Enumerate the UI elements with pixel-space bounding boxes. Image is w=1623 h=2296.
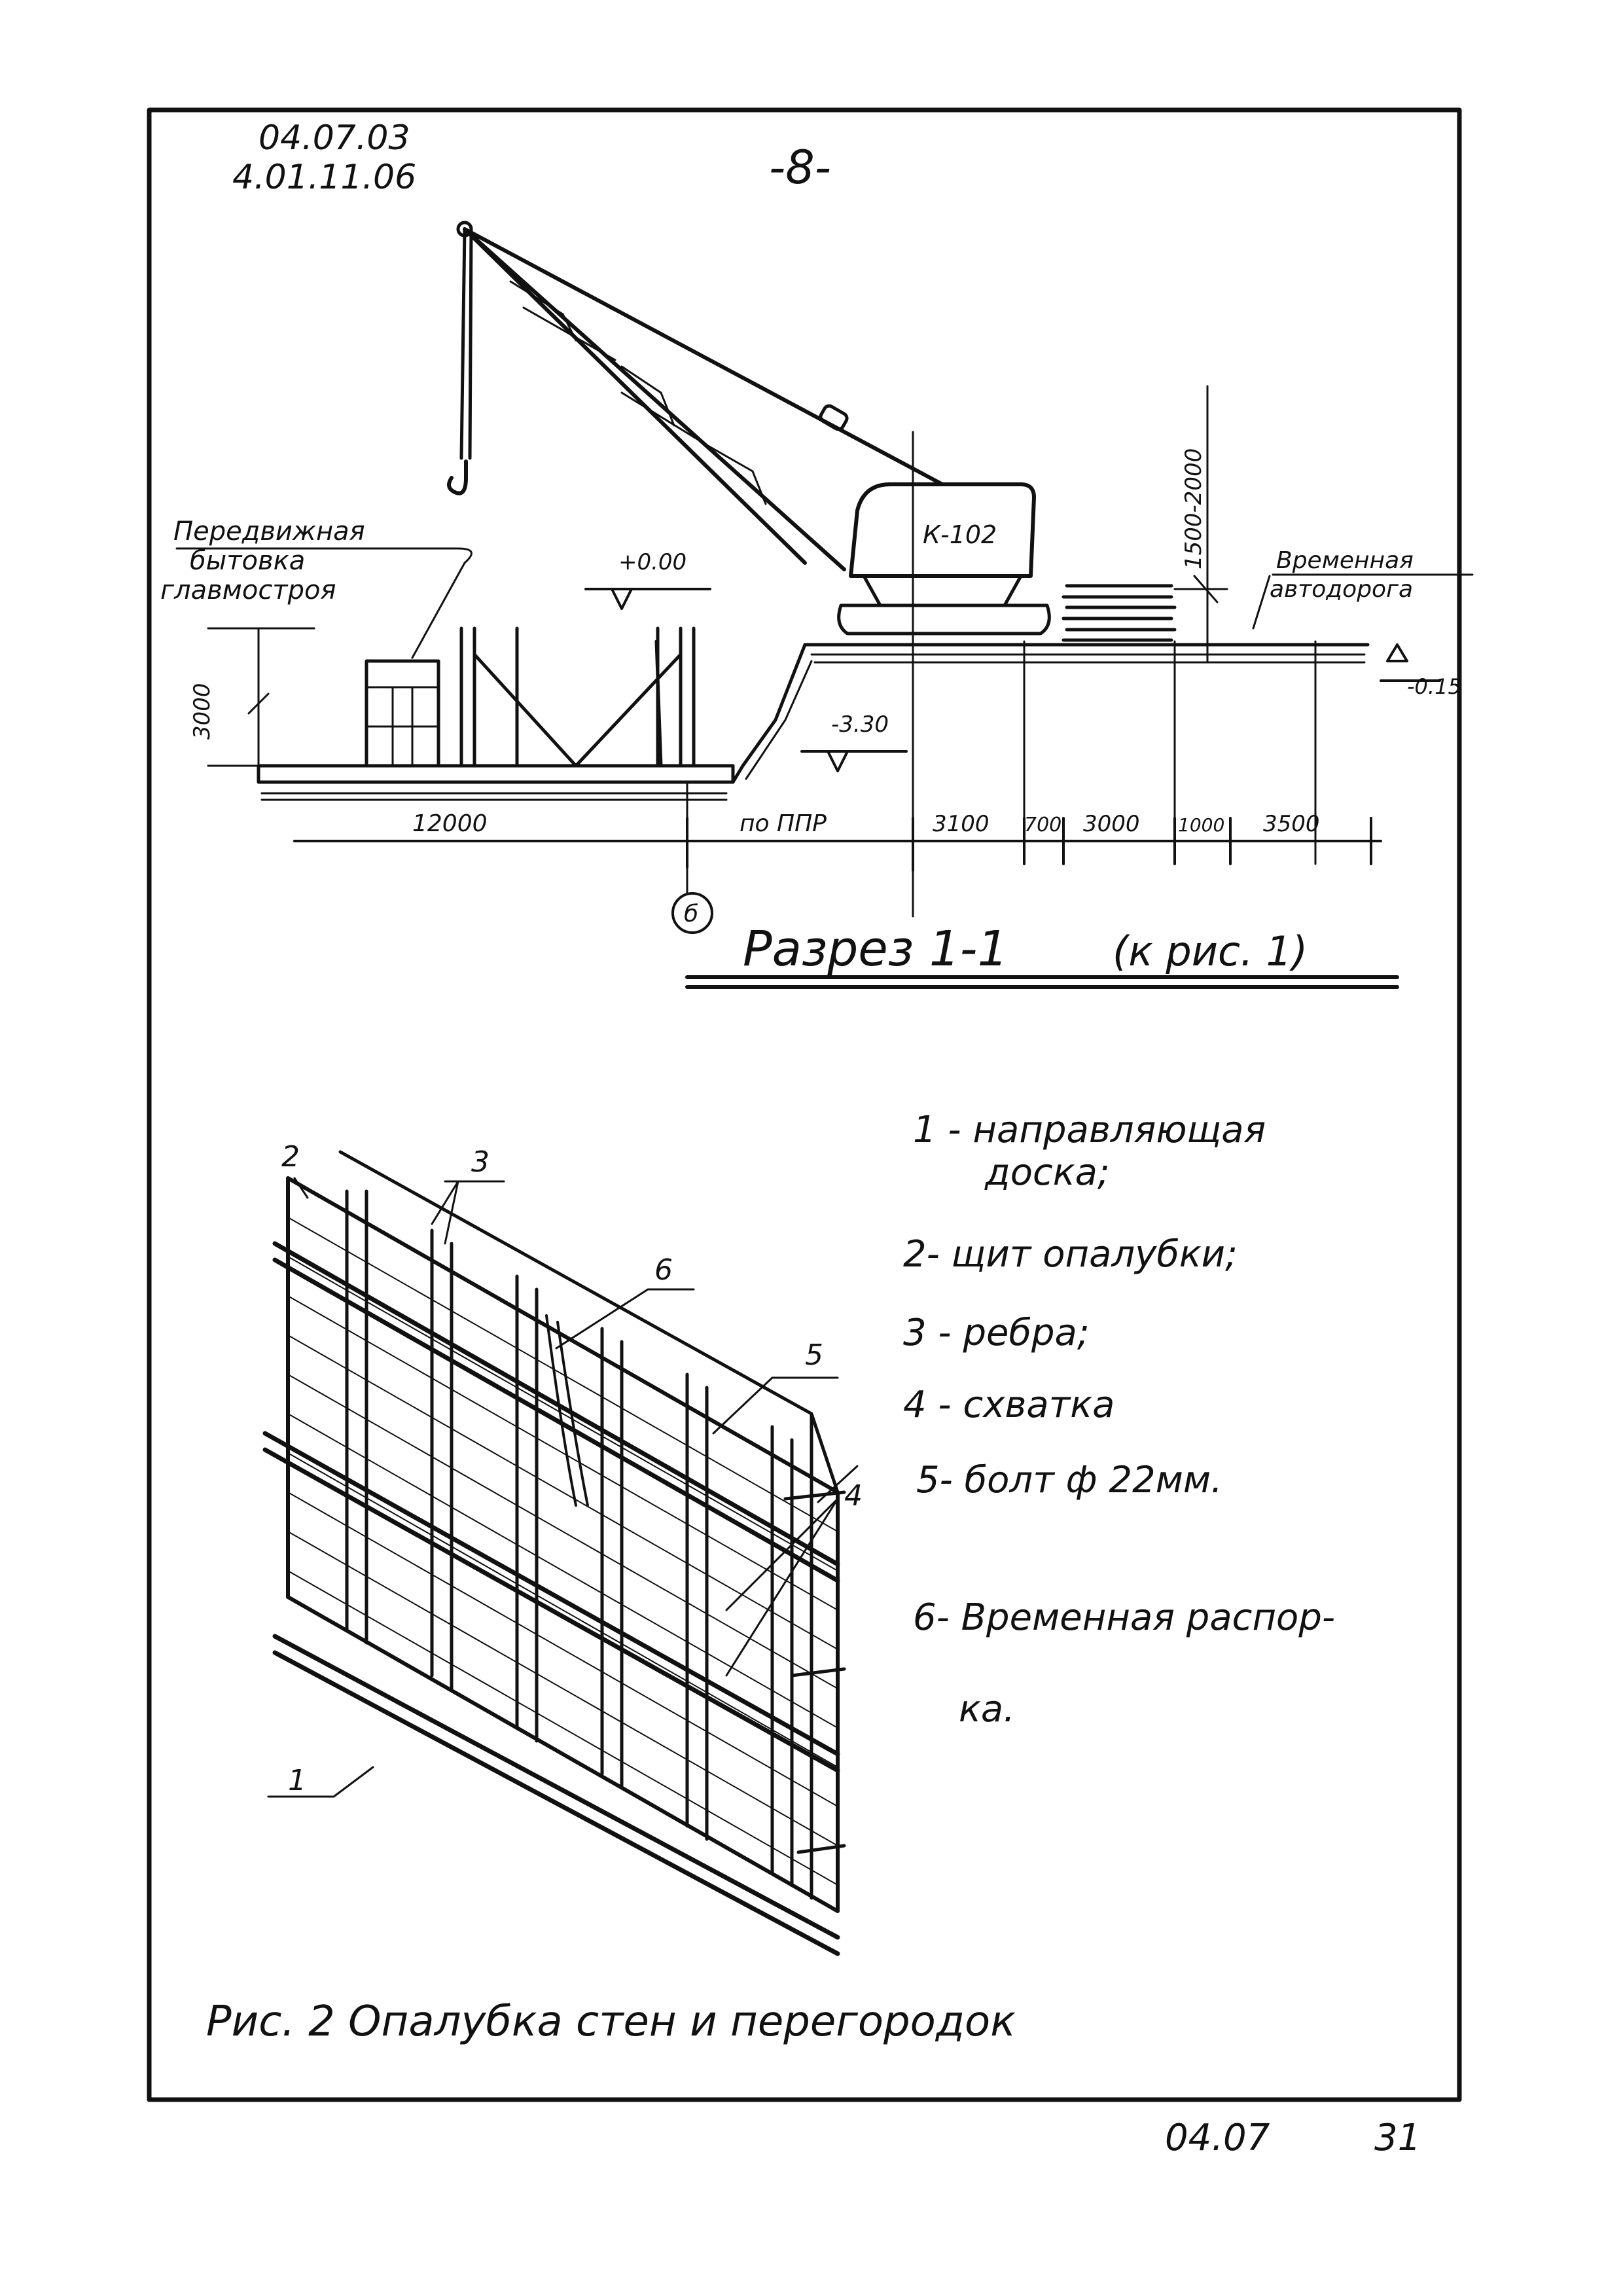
legend-line-3: 3 - ребра; bbox=[903, 1312, 1090, 1354]
crane-cabin bbox=[849, 482, 1036, 578]
crane-boom-lattice bbox=[509, 280, 767, 505]
callout-2: 2 bbox=[281, 1140, 309, 1199]
svg-text:3500: 3500 bbox=[1263, 811, 1320, 837]
footer-code: 04.07 bbox=[1165, 2117, 1270, 2159]
level-mark-road: -0.15 bbox=[1380, 643, 1461, 699]
stacked-panels bbox=[1061, 584, 1177, 642]
svg-text:2: 2 bbox=[281, 1140, 300, 1174]
temporary-strut bbox=[545, 1314, 589, 1507]
crane-boom bbox=[463, 227, 944, 571]
temp-road-label: Временная автодорога bbox=[1252, 547, 1474, 630]
crane-tracks bbox=[837, 603, 1051, 636]
crane-k102: К-102 bbox=[447, 221, 1051, 636]
legend-line-1b: доска; bbox=[984, 1151, 1110, 1194]
section-title-underline bbox=[685, 975, 1399, 989]
crane-clearance-dim bbox=[1173, 575, 1228, 603]
axis-mark-label: б bbox=[684, 901, 698, 927]
header-code-line2: 4.01.11.06 bbox=[232, 158, 416, 197]
section-1-1-drawing: +0.00 -3.30 -0.15 3000 К-102 bbox=[160, 221, 1474, 989]
svg-text:главмостроя: главмостроя bbox=[160, 575, 336, 605]
formwork-ribs bbox=[345, 1189, 794, 1887]
svg-text:-3.30: -3.30 bbox=[831, 711, 889, 738]
crane-model-label: К-102 bbox=[923, 520, 997, 549]
svg-text:автодорога: автодорога bbox=[1270, 576, 1413, 603]
callout-3: 3 bbox=[431, 1145, 505, 1245]
pit-bottom-slab bbox=[257, 764, 735, 784]
svg-text:3100: 3100 bbox=[933, 811, 990, 837]
height-dim-left: 3000 bbox=[189, 627, 315, 774]
svg-text:1000: 1000 bbox=[1178, 814, 1224, 836]
footer-page: 31 bbox=[1374, 2117, 1421, 2159]
svg-text:3: 3 bbox=[471, 1145, 490, 1179]
legend-line-4: 4 - схватка bbox=[903, 1384, 1115, 1426]
figure2-legend: 1 - направляющая доска; 2- щит опалубки;… bbox=[903, 1109, 1335, 1731]
crane-hook bbox=[447, 459, 468, 495]
svg-text:6: 6 bbox=[654, 1253, 673, 1287]
callout-5: 5 bbox=[712, 1338, 839, 1435]
svg-text:-0.15: -0.15 bbox=[1407, 674, 1461, 699]
svg-text:3000: 3000 bbox=[189, 683, 215, 740]
crane-clearance-label: 1500-2000 bbox=[1181, 448, 1207, 569]
header-code-line1: 04.07.03 bbox=[259, 118, 410, 158]
dimension-values: 12000 по ППР 3100 700 3000 1000 3500 bbox=[412, 810, 1320, 837]
formwork-shield bbox=[286, 1176, 840, 1913]
level-mark-top: +0.00 bbox=[584, 549, 711, 610]
formwork-shield-back bbox=[338, 1150, 840, 1900]
svg-text:5: 5 bbox=[805, 1338, 823, 1372]
callout-1: 1 bbox=[267, 1764, 374, 1798]
legend-line-5: 5- болт ф 22мм. bbox=[916, 1459, 1222, 1501]
legend-line-6: 6- Временная распор- bbox=[913, 1596, 1335, 1639]
section-title: Разрез 1-1 bbox=[743, 921, 1008, 977]
excavation-slope bbox=[731, 643, 1370, 784]
mobile-hut bbox=[365, 659, 440, 768]
formwork-isometric: 1 2 3 4 5 6 bbox=[262, 1140, 863, 1956]
mobile-hut-details bbox=[365, 686, 440, 767]
level-mark-pit: -3.30 bbox=[800, 711, 908, 772]
svg-text:12000: 12000 bbox=[412, 810, 488, 837]
svg-text:бытовка: бытовка bbox=[190, 546, 305, 576]
ground-hatch-left bbox=[260, 792, 728, 801]
svg-text:4: 4 bbox=[844, 1479, 863, 1513]
sheet-frame bbox=[147, 107, 1462, 2102]
callout-4: 4 bbox=[725, 1465, 863, 1677]
callout-6: 6 bbox=[555, 1253, 695, 1350]
axis-circle bbox=[671, 892, 713, 934]
figure2-caption: Рис. 2 Опалубка стен и перегородок bbox=[206, 1998, 1016, 2046]
svg-text:по ППР: по ППР bbox=[740, 810, 827, 837]
page-marker: -8- bbox=[769, 141, 831, 194]
svg-text:Временная: Временная bbox=[1276, 547, 1414, 574]
reference-lines bbox=[912, 385, 1317, 918]
svg-text:+0.00: +0.00 bbox=[618, 549, 687, 575]
crane-hook-cable bbox=[459, 227, 473, 460]
svg-text:700: 700 bbox=[1024, 814, 1061, 836]
crane-turntable bbox=[862, 574, 1023, 607]
crane-pulley bbox=[819, 404, 849, 431]
svg-text:Передвижная: Передвижная bbox=[173, 516, 365, 547]
svg-text:1: 1 bbox=[288, 1764, 306, 1797]
section-title-ref: (к рис. 1) bbox=[1113, 927, 1308, 975]
ground-hatch-right bbox=[810, 653, 1366, 664]
formwork-walers bbox=[262, 1241, 840, 1956]
formwork-bolts bbox=[783, 1490, 846, 1854]
formwork-in-pit bbox=[459, 626, 696, 768]
slope-hatch bbox=[745, 660, 813, 780]
legend-line-6b: ка. bbox=[959, 1688, 1015, 1731]
formwork-boards bbox=[287, 1217, 838, 1886]
mobile-hut-label: Передвижная бытовка главмостроя bbox=[160, 516, 473, 659]
legend-line-1: 1 - направляющая bbox=[913, 1109, 1266, 1151]
legend-line-2: 2- щит опалубки; bbox=[903, 1233, 1238, 1276]
svg-text:3000: 3000 bbox=[1083, 811, 1140, 837]
